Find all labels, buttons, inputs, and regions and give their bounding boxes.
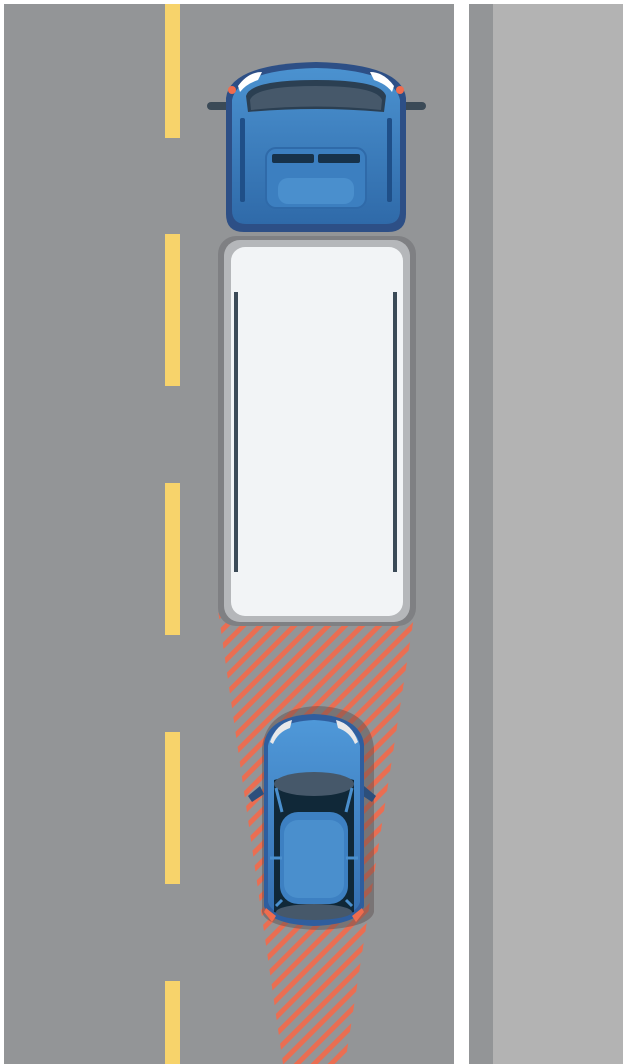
car-rear-window xyxy=(276,904,352,920)
car-icon xyxy=(248,706,376,930)
truck-roof-hatch xyxy=(278,178,354,204)
truck-side-line xyxy=(240,118,245,202)
car-windshield-glare xyxy=(274,772,354,796)
truck-trailer xyxy=(231,247,403,616)
truck-indicator-right xyxy=(396,86,404,94)
road-shoulder xyxy=(469,4,493,1064)
truck-roof-vent xyxy=(318,154,360,163)
truck-windshield-glare xyxy=(250,86,382,110)
truck-roof-vent xyxy=(272,154,314,163)
lane-dash xyxy=(165,4,180,138)
truck-indicator-left xyxy=(228,86,236,94)
truck-side-line xyxy=(387,118,392,202)
lane-dash xyxy=(165,234,180,386)
car-roof-highlight xyxy=(284,820,344,898)
lane-dash xyxy=(165,981,180,1064)
sidewalk xyxy=(493,4,623,1064)
trailer-rail-right xyxy=(393,292,397,572)
lane-dash xyxy=(165,483,180,635)
trailer-rail-left xyxy=(234,292,238,572)
lane-dash xyxy=(165,732,180,884)
truck-icon xyxy=(207,62,426,626)
